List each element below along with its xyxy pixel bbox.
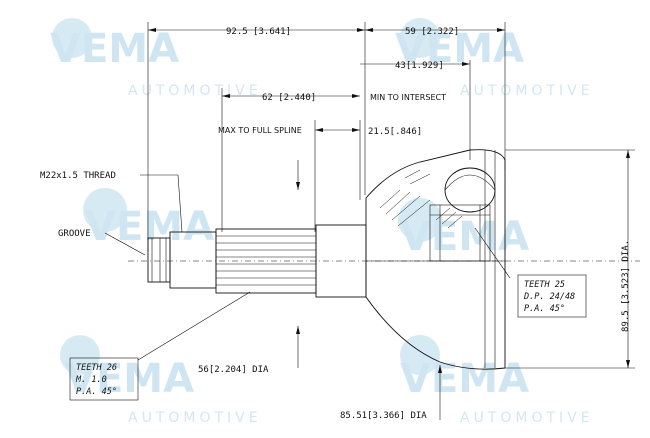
spec-outer-pa: P.A. 45° bbox=[76, 387, 117, 397]
dimension-lines bbox=[148, 28, 630, 420]
dim-outer-diameter: 89.5 [3.523] DIA. bbox=[621, 240, 631, 332]
watermark-group: VEMA AUTOMOTIVE VEMA AUTOMOTIVE VEMA VEM… bbox=[50, 18, 594, 426]
callout-thread: M22x1.5 THREAD bbox=[40, 171, 116, 181]
extension-lines bbox=[147, 22, 635, 369]
shaft bbox=[147, 224, 367, 298]
watermark-sub: AUTOMOTIVE bbox=[460, 410, 594, 426]
watermark-brand: VEMA bbox=[395, 26, 524, 72]
watermark-top-right: VEMA AUTOMOTIVE bbox=[395, 18, 594, 99]
dim-joint-length: 59 [2.322] bbox=[405, 27, 459, 37]
watermark-sub: AUTOMOTIVE bbox=[128, 83, 262, 99]
watermark-brand: VEMA bbox=[65, 356, 194, 402]
note-min-intersect: MIN TO INTERSECT bbox=[370, 93, 446, 102]
watermark-brand: VEMA bbox=[85, 204, 214, 250]
spec-outer-teeth: TEETH 26 bbox=[76, 363, 117, 373]
watermark-sub: AUTOMOTIVE bbox=[128, 410, 262, 426]
dim-intersect: 43[1.929] bbox=[395, 61, 444, 71]
spec-outer-module: M. 1.0 bbox=[75, 375, 107, 385]
watermark-middle-right: VEMA bbox=[398, 198, 529, 260]
spec-box-inner: TEETH 25 D.P. 24/48 P.A. 45° bbox=[517, 274, 587, 318]
note-max-full-spline: MAX TO FULL SPLINE bbox=[218, 126, 302, 135]
watermark-top-left: VEMA AUTOMOTIVE bbox=[50, 18, 262, 99]
dim-overall-shaft: 92.5 [3.641] bbox=[226, 27, 291, 37]
watermark-brand: VEMA bbox=[400, 214, 529, 260]
watermark-bottom-left: VEMA AUTOMOTIVE bbox=[60, 335, 262, 426]
dim-seal-diameter: 56[2.204] DIA bbox=[198, 365, 269, 375]
dim-spline-offset: 21.5[.846] bbox=[368, 127, 422, 137]
watermark-sub: AUTOMOTIVE bbox=[460, 83, 594, 99]
joint-housing bbox=[365, 149, 506, 370]
watermark-brand: VEMA bbox=[50, 26, 179, 72]
spec-box-outer: TEETH 26 M. 1.0 P.A. 45° bbox=[69, 357, 139, 401]
spec-inner-dp: D.P. 24/48 bbox=[523, 292, 575, 302]
spec-inner-teeth: TEETH 25 bbox=[524, 280, 565, 290]
callout-groove: GROOVE bbox=[58, 229, 91, 239]
leader-lines bbox=[104, 174, 511, 361]
watermark-middle-left: VEMA bbox=[83, 188, 214, 250]
dim-spline-length: 62 [2.440] bbox=[262, 93, 316, 103]
spec-inner-pa: P.A. 45° bbox=[524, 304, 565, 314]
watermark-brand: VEMA bbox=[400, 356, 529, 402]
watermark-bottom-right: VEMA AUTOMOTIVE bbox=[400, 335, 594, 426]
dim-housing-diameter: 85.51[3.366] DIA bbox=[340, 411, 427, 421]
